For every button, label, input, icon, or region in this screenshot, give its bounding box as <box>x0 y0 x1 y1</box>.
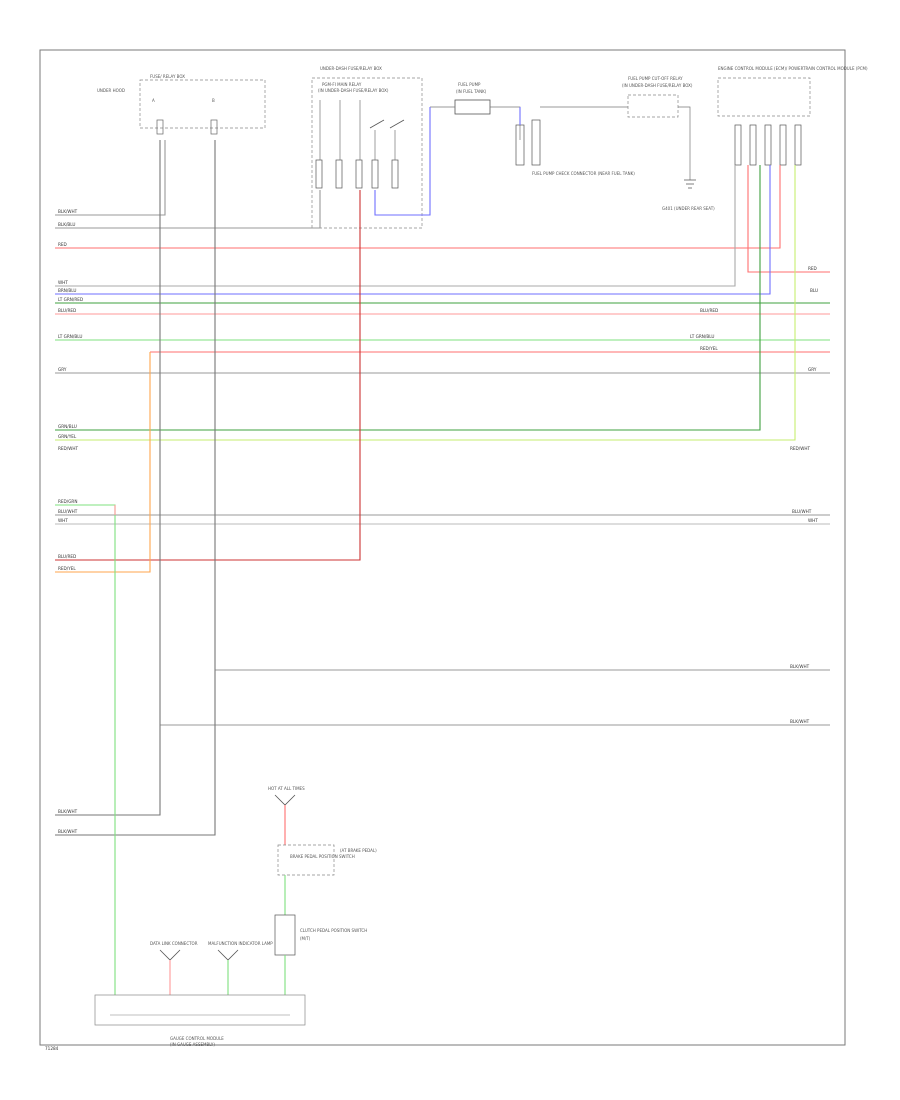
ecm-connector: ENGINE CONTROL MODULE (ECM)/ POWERTRAIN … <box>717 66 868 166</box>
svg-text:FUEL PUMP CUT-OFF RELAY: FUEL PUMP CUT-OFF RELAY <box>628 76 683 81</box>
fuel-pump-relay: FUEL PUMP CUT-OFF RELAY (IN UNDER-DASH F… <box>540 76 715 211</box>
svg-text:WHT: WHT <box>808 518 818 523</box>
svg-text:PGM-FI MAIN RELAY: PGM-FI MAIN RELAY <box>322 82 362 87</box>
svg-text:BLU/RED: BLU/RED <box>58 554 76 559</box>
svg-text:UNDER-DASH FUSE/RELAY BOX: UNDER-DASH FUSE/RELAY BOX <box>320 66 382 71</box>
svg-text:GRY: GRY <box>58 367 67 372</box>
svg-text:WHT: WHT <box>58 280 68 285</box>
svg-text:(M/T): (M/T) <box>300 936 311 941</box>
svg-text:BLU/RED: BLU/RED <box>700 308 718 313</box>
svg-text:CLUTCH PEDAL POSITION SWITCH: CLUTCH PEDAL POSITION SWITCH <box>300 928 367 933</box>
svg-text:LT GRN/BLU: LT GRN/BLU <box>690 334 714 339</box>
svg-text:G401 (UNDER REAR SEAT): G401 (UNDER REAR SEAT) <box>662 206 715 211</box>
svg-text:BLK/BLU: BLK/BLU <box>58 222 75 227</box>
svg-text:BLU/RED: BLU/RED <box>58 308 76 313</box>
svg-text:RED/YEL: RED/YEL <box>700 346 718 351</box>
svg-text:LT GRN/RED: LT GRN/RED <box>58 297 83 302</box>
svg-text:BRN/BLU: BRN/BLU <box>58 288 76 293</box>
svg-text:RED/GRN: RED/GRN <box>58 499 77 504</box>
svg-text:BLU: BLU <box>810 288 818 293</box>
svg-text:RED/YEL: RED/YEL <box>58 566 76 571</box>
svg-text:GAUGE CONTROL MODULE: GAUGE CONTROL MODULE <box>170 1036 224 1041</box>
svg-text:BRAKE PEDAL POSITION SWITCH: BRAKE PEDAL POSITION SWITCH <box>290 854 355 859</box>
svg-text:HOT AT ALL TIMES: HOT AT ALL TIMES <box>268 786 305 791</box>
fuse-relay-box-left: FUSE/ RELAY BOX UNDER HOOD A B <box>97 74 266 135</box>
svg-text:BLK/WHT: BLK/WHT <box>58 209 78 214</box>
svg-text:RED: RED <box>808 266 817 271</box>
svg-text:(IN FUEL TANK): (IN FUEL TANK) <box>456 89 487 94</box>
svg-text:FUSE/ RELAY BOX: FUSE/ RELAY BOX <box>150 74 185 79</box>
svg-text:GRN/BLU: GRN/BLU <box>58 424 77 429</box>
lower-circuit: HOT AT ALL TIMES BRAKE PEDAL POSITION SW… <box>94 786 377 1047</box>
svg-text:GRY: GRY <box>808 367 817 372</box>
svg-text:FUEL PUMP: FUEL PUMP <box>458 82 481 87</box>
svg-text:(AT BRAKE PEDAL): (AT BRAKE PEDAL) <box>340 848 377 853</box>
svg-text:BLK/WHT: BLK/WHT <box>58 809 78 814</box>
svg-text:LT GRN/BLU: LT GRN/BLU <box>58 334 82 339</box>
svg-text:BLK/WHT: BLK/WHT <box>790 719 810 724</box>
figure-code: 71284 <box>45 1046 59 1051</box>
svg-text:(IN GAUGE ASSEMBLY): (IN GAUGE ASSEMBLY) <box>170 1042 215 1047</box>
svg-text:RED: RED <box>58 242 67 247</box>
right-wire-labels: RED BLU BLU/RED LT GRN/BLU RED/YEL GRY R… <box>690 266 818 724</box>
svg-text:BLK/WHT: BLK/WHT <box>790 664 810 669</box>
svg-text:RED/WHT: RED/WHT <box>790 446 810 451</box>
fuel-pump: FUEL PUMP (IN FUEL TANK) FUEL PUMP CHECK… <box>430 82 635 176</box>
svg-text:GRN/YEL: GRN/YEL <box>58 434 77 439</box>
left-wire-labels: BLK/WHT BLK/BLU RED WHT BRN/BLU LT GRN/R… <box>58 209 83 834</box>
svg-text:ENGINE CONTROL MODULE (ECM)/ P: ENGINE CONTROL MODULE (ECM)/ POWERTRAIN … <box>718 66 868 71</box>
svg-text:FUEL PUMP CHECK CONNECTOR (NEA: FUEL PUMP CHECK CONNECTOR (NEAR FUEL TAN… <box>532 171 635 176</box>
svg-text:UNDER HOOD: UNDER HOOD <box>97 88 125 93</box>
svg-text:BLU/WHT: BLU/WHT <box>58 509 78 514</box>
svg-text:(IN UNDER-DASH FUSE/RELAY BOX): (IN UNDER-DASH FUSE/RELAY BOX) <box>622 83 693 88</box>
svg-text:BLK/WHT: BLK/WHT <box>58 829 78 834</box>
svg-text:DATA LINK CONNECTOR: DATA LINK CONNECTOR <box>150 941 198 946</box>
svg-text:WHT: WHT <box>58 518 68 523</box>
svg-text:RED/WHT: RED/WHT <box>58 446 78 451</box>
diagram-frame <box>39 49 846 1046</box>
svg-text:(IN UNDER-DASH FUSE/RELAY BOX): (IN UNDER-DASH FUSE/RELAY BOX) <box>318 88 389 93</box>
under-dash-fuse-box: UNDER-DASH FUSE/RELAY BOX PGM-FI MAIN RE… <box>311 66 423 229</box>
svg-text:MALFUNCTION INDICATOR LAMP: MALFUNCTION INDICATOR LAMP <box>208 941 273 946</box>
svg-text:B: B <box>212 98 215 103</box>
wire-bundle <box>55 107 830 995</box>
svg-text:BLU/WHT: BLU/WHT <box>792 509 812 514</box>
svg-text:A: A <box>152 98 155 103</box>
